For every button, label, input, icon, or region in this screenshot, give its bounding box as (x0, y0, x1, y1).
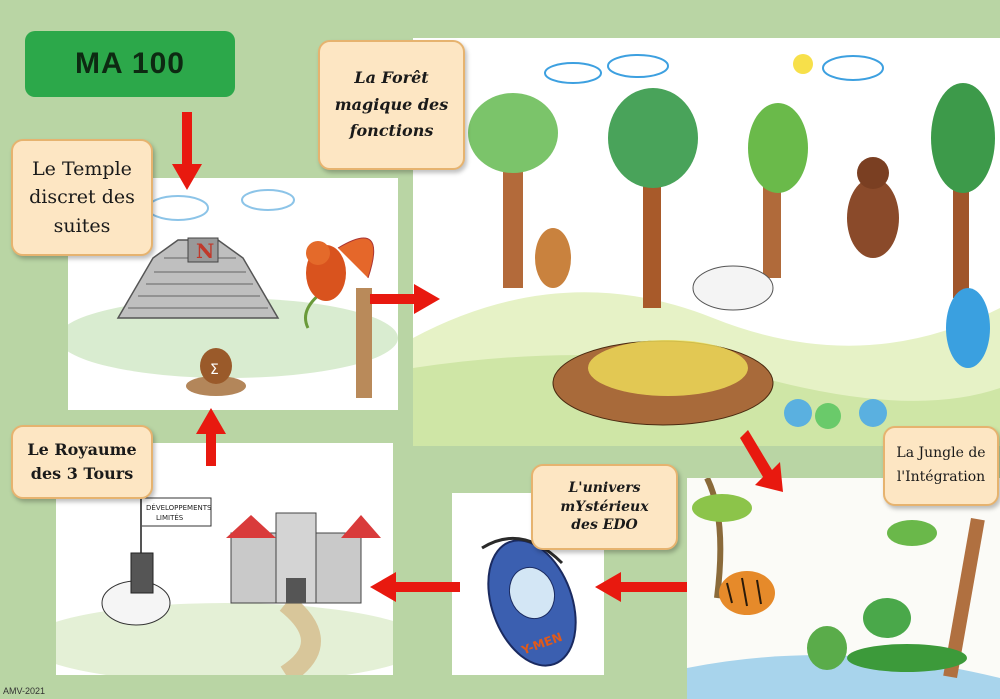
label-univers-line-2: mYstérieux (560, 498, 649, 515)
arrow-temple-to-foret (370, 284, 440, 314)
label-temple: Le Temple discret des suites (11, 139, 153, 256)
label-foret-line-1: La Forêt (354, 68, 429, 88)
castle-drawing: DÉVELOPPEMENTS LIMITÉS (56, 497, 393, 675)
page-title: MA 100 (25, 31, 235, 97)
arrow-jungle-to-univers (595, 572, 687, 602)
temple-drawing: N Σ (68, 189, 398, 398)
arrow-univers-to-royaume (370, 572, 460, 602)
label-univers: L'univers mYstérieux des EDO (531, 464, 678, 550)
banner-line-2: LIMITÉS (156, 513, 184, 522)
footer-credit: AMV-2021 (3, 686, 46, 696)
forest-drawing (413, 54, 1000, 446)
temple-illustration: N Σ (68, 178, 398, 410)
label-univers-line-1: L'univers (568, 479, 641, 496)
banner-line-1: DÉVELOPPEMENTS (146, 503, 212, 512)
label-royaume-line-2: des 3 Tours (30, 464, 134, 483)
temple-letter: N (196, 239, 214, 263)
label-foret-line-3: fonctions (349, 121, 434, 141)
label-royaume: Le Royaume des 3 Tours (11, 425, 153, 499)
marmot-letter: Σ (210, 362, 219, 378)
forest-illustration (413, 38, 1000, 446)
arrow-royaume-to-temple (196, 408, 226, 466)
label-royaume-line-1: Le Royaume (27, 440, 137, 459)
label-temple-line-2: discret des (29, 186, 135, 209)
arrow-foret-to-jungle (740, 430, 783, 492)
jungle-illustration (687, 478, 1000, 699)
label-jungle-line-2: l'Intégration (896, 469, 986, 485)
arrow-title-to-temple (172, 112, 202, 190)
label-foret-line-2: magique des (334, 94, 449, 114)
label-jungle: La Jungle de l'Intégration (883, 426, 999, 506)
label-foret: La Forêt magique des fonctions (318, 40, 465, 170)
label-univers-line-3: des EDO (571, 517, 638, 534)
spaceship-drawing: Y-MEN (481, 536, 577, 667)
jungle-drawing (687, 478, 1000, 699)
label-jungle-line-1: La Jungle de (896, 445, 986, 462)
label-temple-line-1: Le Temple (32, 157, 132, 180)
label-temple-line-3: suites (53, 214, 111, 237)
